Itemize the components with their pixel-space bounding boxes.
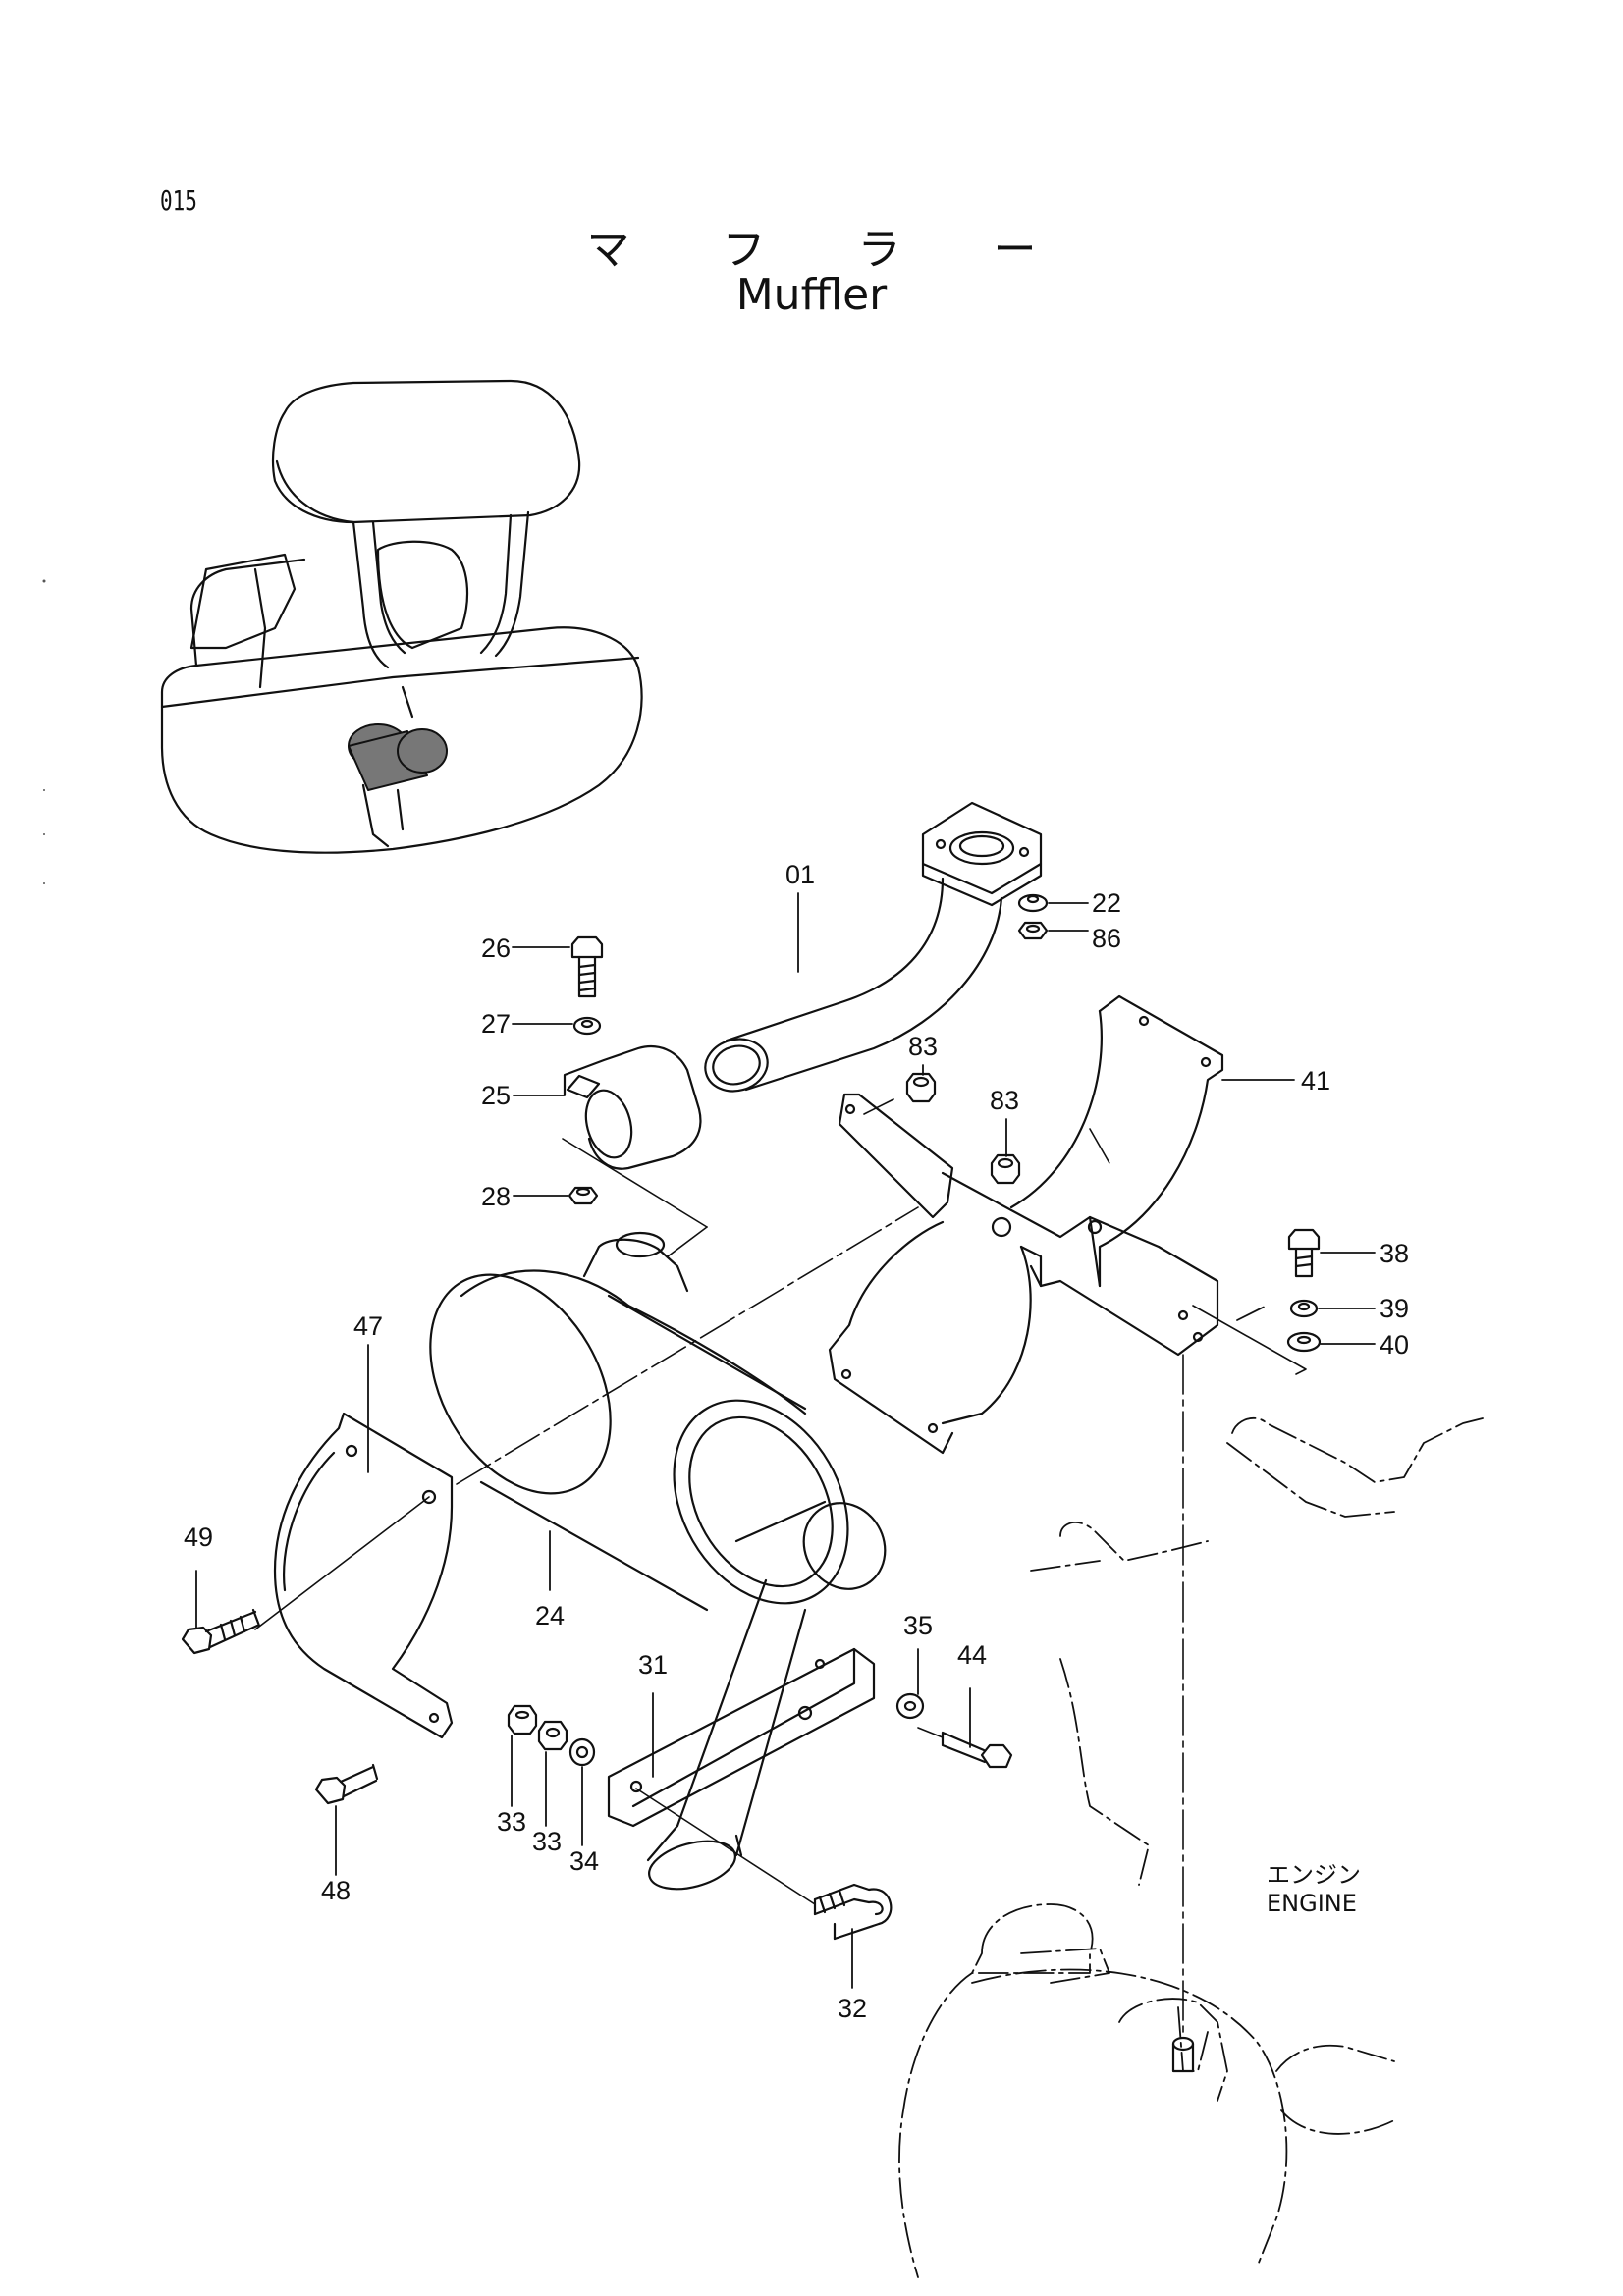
leader-lines <box>195 892 1376 1989</box>
pipe-clamp <box>563 1044 702 1170</box>
callout-27: 27 <box>481 1009 511 1039</box>
exhaust-pipe <box>704 801 1043 1093</box>
muffler-body <box>429 1231 887 1891</box>
reference-lines-solid <box>254 1496 944 1905</box>
callout-39: 39 <box>1380 1294 1409 1323</box>
callout-24: 24 <box>535 1601 565 1630</box>
callout-33-right: 33 <box>532 1827 562 1856</box>
callout-31: 31 <box>638 1650 668 1680</box>
callout-34: 34 <box>569 1846 599 1876</box>
callout-22: 22 <box>1092 888 1121 918</box>
callout-25: 25 <box>481 1081 511 1110</box>
engine-label-english: ENGINE <box>1267 1890 1357 1917</box>
tailpipe-bracket <box>607 1647 876 1828</box>
callout-41: 41 <box>1301 1066 1330 1095</box>
title-english: Muffler <box>735 270 888 320</box>
callout-32: 32 <box>838 1994 867 2023</box>
callout-49: 49 <box>184 1522 213 1552</box>
callout-86: 86 <box>1092 924 1121 953</box>
margin-marks <box>42 579 46 884</box>
callout-48: 48 <box>321 1876 351 1905</box>
page-number: 015 <box>160 185 197 217</box>
callout-44: 44 <box>957 1640 987 1670</box>
title-japanese: マ フ ラ ー <box>586 225 1076 275</box>
muffler-bracket <box>828 994 1224 1455</box>
muffler-band <box>273 1412 454 1739</box>
engine-label-japanese: エンジン <box>1267 1861 1361 1889</box>
callout-labels: 01 22 86 26 27 25 28 83 83 41 38 39 40 4… <box>184 860 1409 2023</box>
callout-83-upper: 83 <box>908 1032 938 1061</box>
callout-38: 38 <box>1380 1239 1409 1268</box>
callout-35: 35 <box>903 1611 933 1640</box>
callout-40: 40 <box>1380 1330 1409 1360</box>
callout-47: 47 <box>353 1311 383 1341</box>
machine-overview-inset <box>160 379 643 854</box>
callout-26: 26 <box>481 934 511 963</box>
callout-01: 01 <box>785 860 815 889</box>
reference-lines <box>456 1128 1184 2038</box>
callout-33-left: 33 <box>497 1807 526 1837</box>
callout-28: 28 <box>481 1182 511 1211</box>
engine-phantom <box>898 1305 1484 2278</box>
callout-83-lower: 83 <box>990 1086 1019 1115</box>
